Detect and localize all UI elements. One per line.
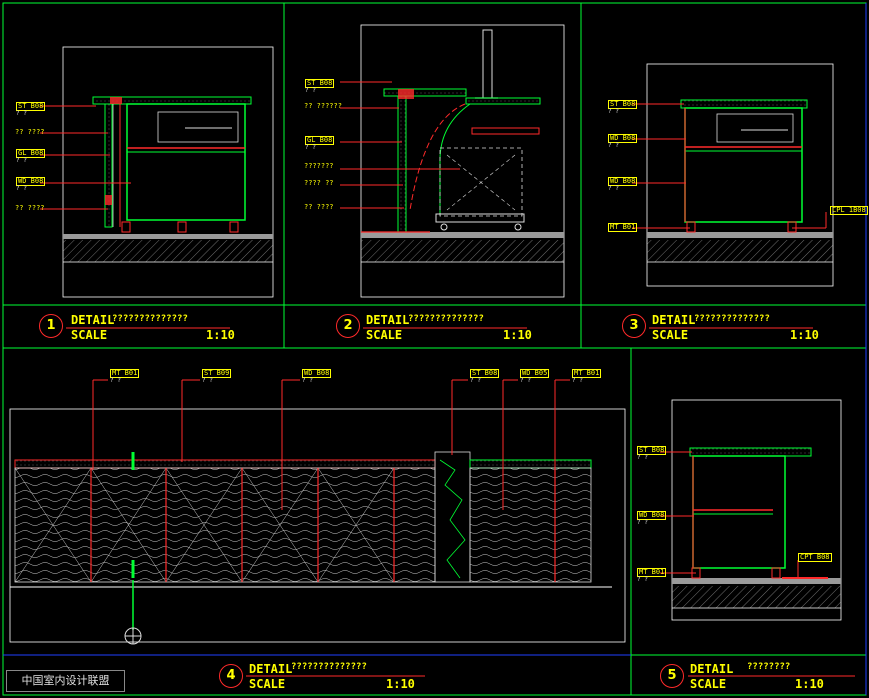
detail-5-number: 5 — [660, 664, 684, 688]
callout-d3-2-sub: ? ? — [608, 185, 619, 192]
detail-1-title: ?????????????? — [112, 314, 188, 324]
callout-d2-2: GL B08 — [305, 136, 335, 145]
callout-d3-right: CPL 1B08 — [830, 206, 868, 215]
detail-4-scale: 1:10 — [386, 677, 415, 691]
callout-d1-1: ?? ???? — [15, 128, 45, 136]
callout-d3-0: ST B08 — [608, 100, 638, 109]
callout-d4-1: ST B09 — [202, 369, 232, 378]
callout-d5-right: CPT B08 — [798, 553, 832, 562]
detail-3-scale: 1:10 — [790, 328, 819, 342]
callout-d1-0-sub: ? ? — [16, 110, 27, 117]
callout-d4-5: MT B01 — [572, 369, 602, 378]
watermark: 中国室内设计联盟 — [6, 670, 125, 692]
callout-d4-0: MT B01 — [110, 369, 140, 378]
detail-5-title: ???????? — [747, 662, 791, 672]
callout-d4-5-sub: ? ? — [572, 377, 583, 384]
callout-d1-4: ?? ???? — [15, 204, 45, 212]
detail-2-number: 2 — [336, 314, 360, 338]
detail-2-scale-label: SCALE — [366, 328, 403, 342]
callout-d5-2-sub: ? ? — [637, 576, 648, 583]
detail-2-drawing — [340, 24, 565, 298]
callout-d2-5: ?? ???? — [304, 203, 334, 211]
callout-d1-3-sub: ? ? — [16, 185, 27, 192]
detail-1-number: 1 — [39, 314, 63, 338]
detail-3-drawing — [632, 63, 834, 287]
callout-d5-2: MT B01 — [637, 568, 667, 577]
callout-d5-1: WD B08 — [637, 511, 667, 520]
detail-4-title: ?????????????? — [291, 662, 367, 672]
callout-d3-3: MT B01 — [608, 223, 638, 232]
callout-d3-2: WD B08 — [608, 177, 638, 186]
callout-d2-3: ??????? — [304, 162, 334, 170]
detail-4-number: 4 — [219, 664, 243, 688]
callout-d3-0-sub: ? ? — [608, 108, 619, 115]
detail-4-scale-label: SCALE — [249, 677, 286, 691]
callout-d2-4: ???? ?? — [304, 179, 334, 187]
detail-2-label: DETAIL — [366, 313, 410, 327]
callout-d3-1-sub: ? ? — [608, 142, 619, 149]
detail-2-scale: 1:10 — [503, 328, 532, 342]
callout-d4-4: WD B05 — [520, 369, 550, 378]
callout-d5-0: ST B08 — [637, 446, 667, 455]
detail-3-scale-label: SCALE — [652, 328, 689, 342]
callout-d3-1: WD B08 — [608, 134, 638, 143]
callout-d4-3: ST B08 — [470, 369, 500, 378]
detail-2-title: ?????????????? — [408, 314, 484, 324]
callout-d5-0-sub: ? ? — [637, 454, 648, 461]
callout-d2-1: ?? ?????? — [304, 102, 342, 110]
detail-5-drawing — [660, 399, 842, 621]
callout-d1-0: ST B08 — [16, 102, 46, 111]
detail-5-scale: 1:10 — [795, 677, 824, 691]
callout-d4-2: WD B08 — [302, 369, 332, 378]
callout-d2-0-sub: ? ? — [305, 87, 316, 94]
callout-d4-3-sub: ? ? — [470, 377, 481, 384]
detail-1-drawing — [40, 46, 274, 298]
title-block-underlines — [66, 327, 855, 677]
callout-d4-0-sub: ? ? — [110, 377, 121, 384]
callout-d5-1-sub: ? ? — [637, 519, 648, 526]
detail-1-scale-label: SCALE — [71, 328, 108, 342]
callout-d2-0: ST B08 — [305, 79, 335, 88]
detail-4-drawing — [9, 379, 626, 645]
detail-4-label: DETAIL — [249, 662, 293, 676]
detail-1-label: DETAIL — [71, 313, 115, 327]
detail-5-label: DETAIL — [690, 662, 734, 676]
callout-d1-2: GL B08 — [16, 149, 46, 158]
callout-d4-2-sub: ? ? — [302, 377, 313, 384]
callout-d4-1-sub: ? ? — [202, 377, 213, 384]
detail-1-scale: 1:10 — [206, 328, 235, 342]
detail-3-number: 3 — [622, 314, 646, 338]
detail-5-scale-label: SCALE — [690, 677, 727, 691]
callout-d4-4-sub: ? ? — [520, 377, 531, 384]
detail-3-label: DETAIL — [652, 313, 696, 327]
detail-3-title: ?????????????? — [694, 314, 770, 324]
callout-d2-2-sub: ? ? — [305, 144, 316, 151]
callout-d1-2-sub: ? ? — [16, 157, 27, 164]
callout-d1-3: WD B08 — [16, 177, 46, 186]
